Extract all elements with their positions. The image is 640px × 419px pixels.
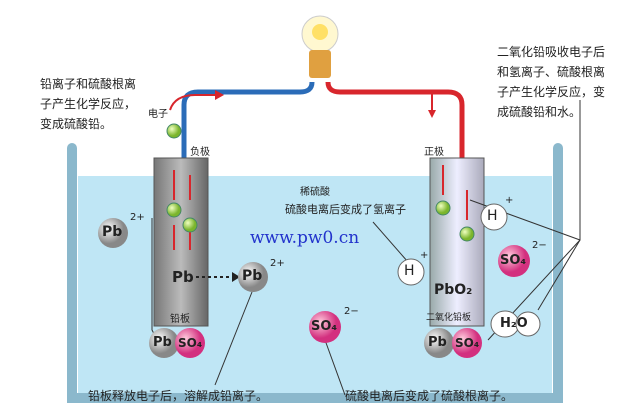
pbo2-plate: [429, 157, 485, 327]
so4-charge: 2−: [344, 306, 359, 317]
acid-label: 稀硫酸: [300, 187, 330, 198]
tank: [67, 143, 563, 403]
h2o-molecule: H₂O: [500, 316, 528, 331]
positive-label: 正极: [424, 147, 444, 158]
h-charge: +: [505, 195, 514, 206]
watermark: www.pw0.cn: [250, 228, 360, 248]
negative-label: 负极: [190, 147, 210, 158]
positive-wire: [325, 81, 465, 158]
pb-charge: 2+: [130, 212, 145, 223]
so4-charge: 2−: [532, 240, 547, 251]
so4-ion: SO₄: [311, 319, 338, 334]
electrons: [166, 123, 475, 242]
electron-label: 电子: [148, 109, 168, 120]
negative-wire: [181, 81, 315, 158]
pb-ion: Pb: [102, 224, 123, 240]
h-charge: +: [420, 250, 429, 261]
pbso4-pb: Pb: [153, 335, 172, 350]
bulb-icon: [301, 15, 339, 78]
pbo2-plate-label: 二氧化铅板: [426, 313, 472, 323]
pbo2-label: PbO₂: [434, 282, 473, 298]
pb-label: Pb: [172, 268, 194, 286]
acid-ionize-label: 硫酸电离后变成了氢离子: [285, 203, 406, 216]
label-bottom-right: 硫酸电离后变成了硫酸根离子。: [345, 389, 514, 403]
ions: [98, 203, 541, 358]
h-ion: H: [487, 208, 498, 224]
pbso4-pb: Pb: [428, 335, 447, 350]
label-top-right: 二氧化铅吸收电子后和氢离子、硫酸根离子产生化学反应，变成硫酸铅和水。: [497, 45, 606, 119]
pb-charge: 2+: [270, 258, 285, 269]
label-bottom-left: 铅板释放电子后，溶解成铅离子。: [88, 389, 269, 403]
pbso4-so4: SO₄: [178, 336, 203, 350]
pb-ion: Pb: [242, 268, 263, 284]
lead-plate-label: 铅板: [170, 314, 190, 325]
so4-ion: SO₄: [500, 253, 527, 268]
pbso4-so4: SO₄: [455, 336, 480, 350]
h-ion: H: [404, 263, 415, 279]
label-top-left: 铅离子和硫酸根离子产生化学反应，变成硫酸铅。: [40, 77, 137, 131]
lead-plate: [153, 157, 209, 327]
